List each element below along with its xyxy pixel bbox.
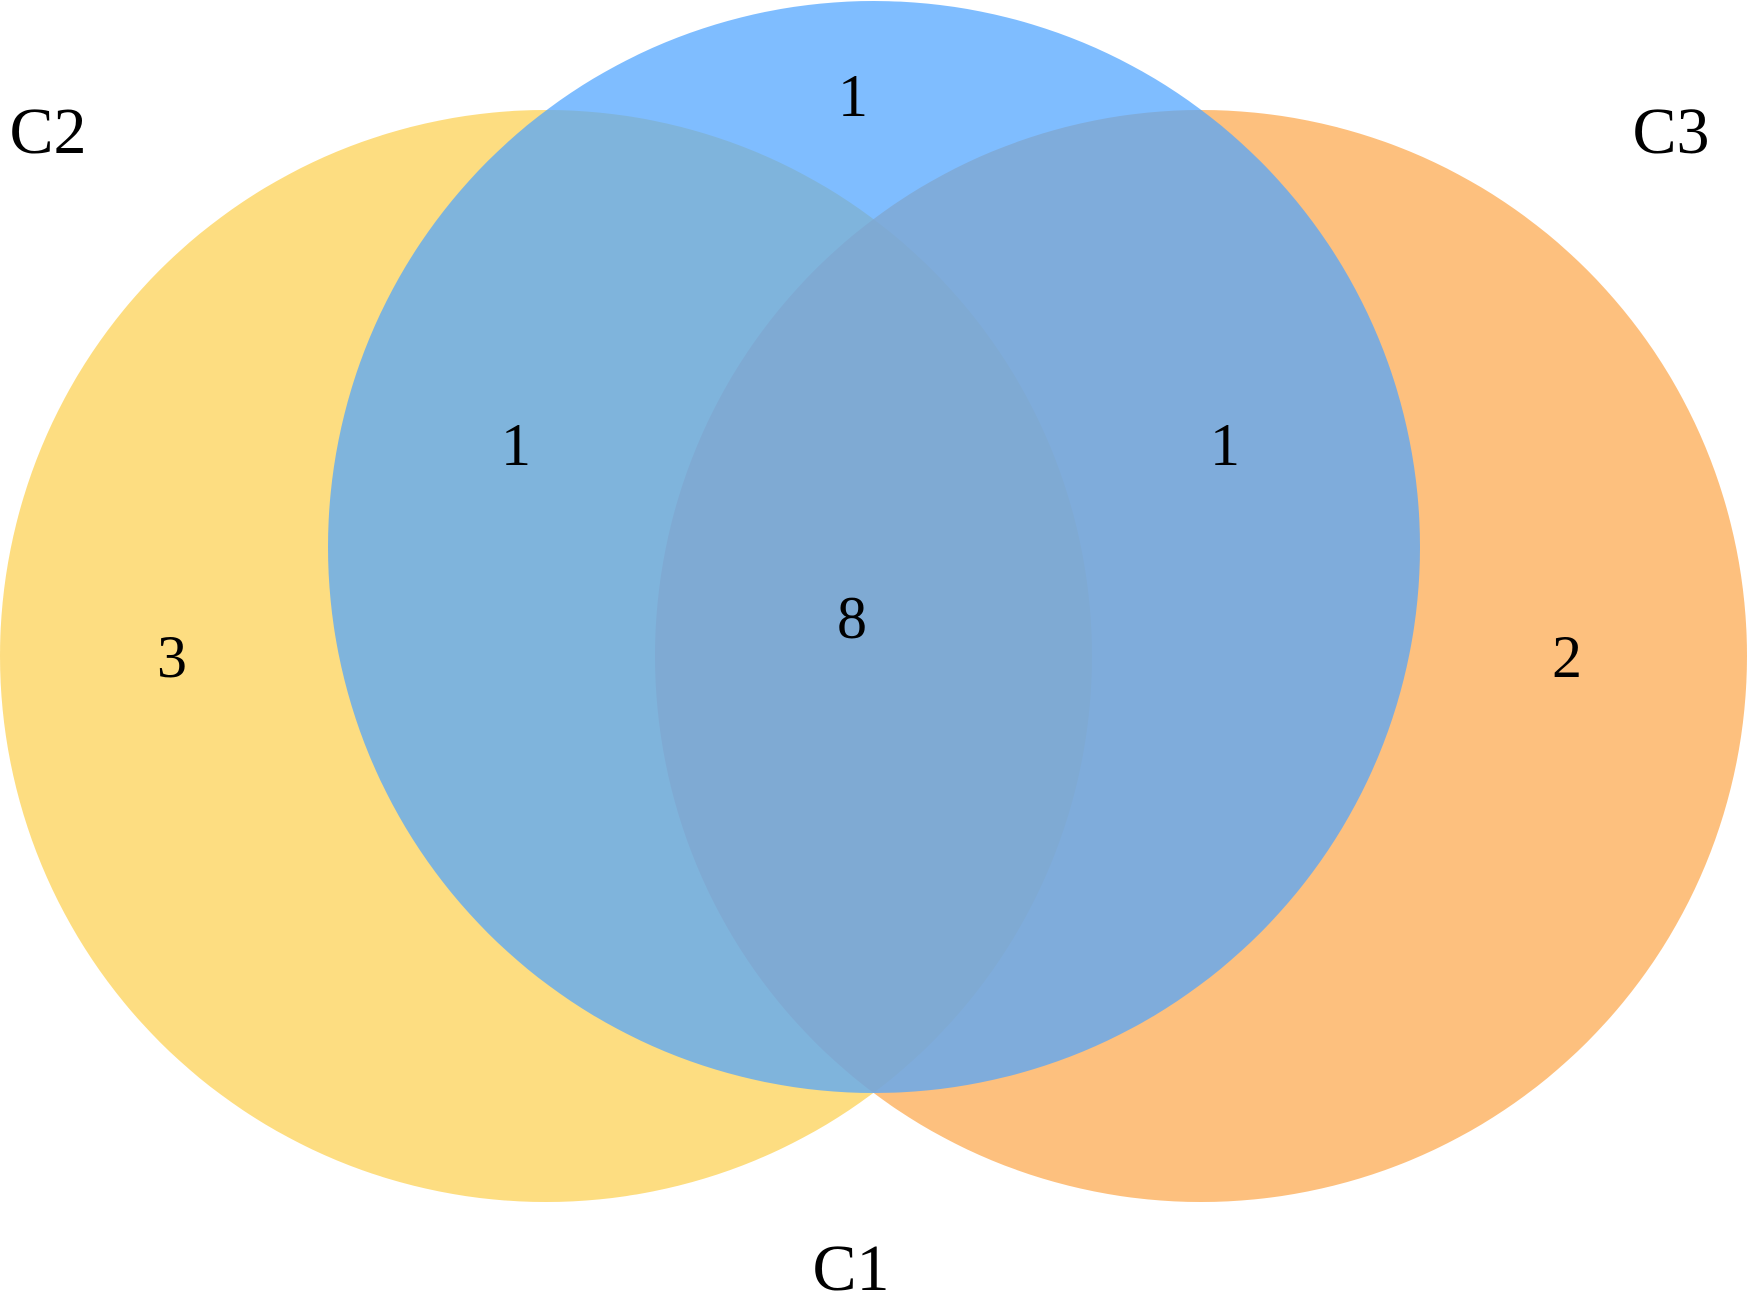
region-count-c1-c2-c3: 8 (837, 585, 867, 651)
set-label-c3: C3 (1632, 95, 1709, 168)
region-count-only-c1: 1 (838, 63, 868, 129)
set-label-c2: C2 (9, 95, 86, 168)
set-circle-c1 (328, 1, 1420, 1093)
region-count-c1-c2: 1 (501, 412, 531, 478)
region-count-only-c2: 3 (157, 624, 187, 690)
set-label-c1: C1 (812, 1232, 889, 1305)
region-count-only-c3: 2 (1552, 624, 1582, 690)
region-count-c1-c3: 1 (1210, 412, 1240, 478)
